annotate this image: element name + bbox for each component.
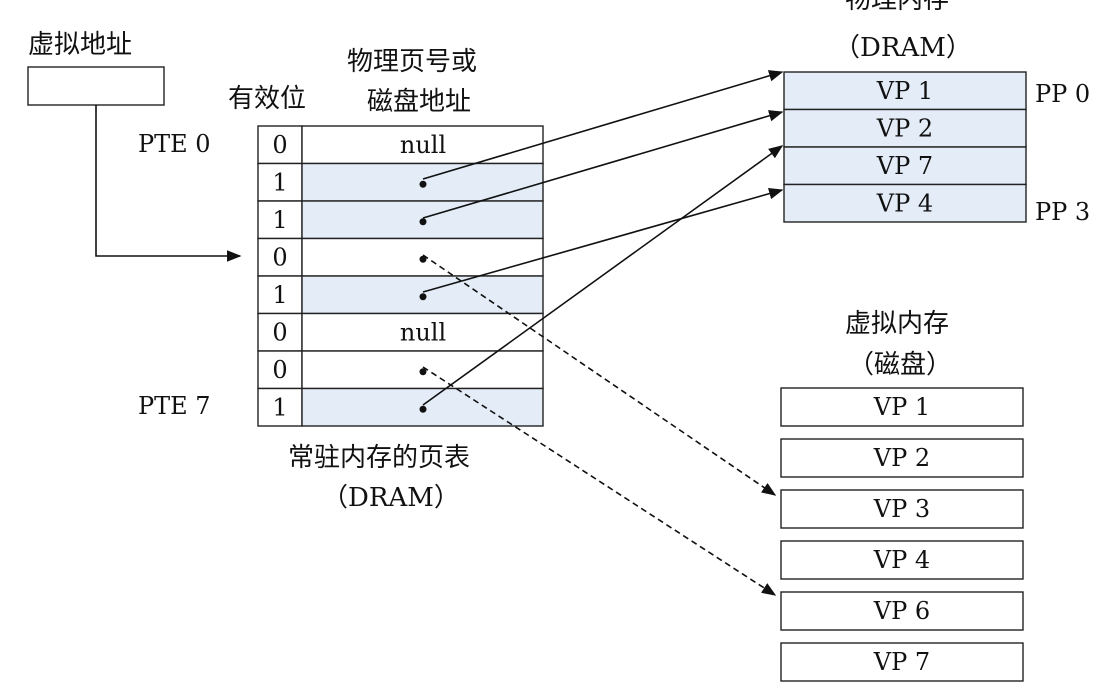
pte-addr-value: null xyxy=(400,131,446,159)
disk-page-cell xyxy=(780,489,1024,529)
disk-page-label: VP 7 xyxy=(873,648,930,676)
disk-page-label: VP 4 xyxy=(873,546,930,574)
page-table: 0 null 1 1 0 1 0 null 0 1 xyxy=(257,125,544,427)
arrow-pte4-to-pp3 xyxy=(422,188,784,293)
virtual-address-box xyxy=(27,66,165,106)
disk-page-label: VP 3 xyxy=(873,495,930,523)
pte-valid-cell xyxy=(257,387,303,427)
physical-page-cell xyxy=(783,108,1027,148)
pte-valid-bit: 0 xyxy=(272,318,287,346)
arrow-pte1-to-pp0 xyxy=(422,70,784,180)
disk-page-cell xyxy=(780,591,1024,631)
pte-pointer-dot xyxy=(419,293,427,301)
physical-page-label: VP 2 xyxy=(876,114,933,142)
pp-first-label: PP 0 xyxy=(1035,80,1090,108)
pte-valid-bit: 1 xyxy=(272,281,287,309)
physical-page-header-line2: 磁盘地址 xyxy=(367,87,471,117)
physical-memory: VP 1 VP 2 VP 7 VP 4 xyxy=(783,71,1027,223)
pte-valid-cell xyxy=(257,275,303,315)
pte-pointer-dot xyxy=(419,405,427,413)
pointer-arrows xyxy=(422,70,784,596)
pte-addr-value: null xyxy=(400,318,446,346)
arrow-pte2-to-pp1 xyxy=(422,110,784,219)
pte-valid-bit: 0 xyxy=(272,243,287,271)
arrow-pte3-to-disk-vp3 xyxy=(422,254,777,496)
pte-valid-bit: 1 xyxy=(272,206,287,234)
disk-page-cell xyxy=(780,540,1024,580)
disk-page-label: VP 6 xyxy=(873,597,930,625)
physical-page-cell xyxy=(783,146,1027,186)
page-table-caption-line1: 常驻内存的页表 xyxy=(288,443,470,473)
pte-valid-bit: 1 xyxy=(272,393,287,421)
pte-valid-cell xyxy=(257,312,303,352)
page-table-caption-line2: （DRAM） xyxy=(322,483,460,513)
physical-page-header-line1: 物理页号或 xyxy=(347,47,477,77)
pte-pointer-dot xyxy=(419,218,427,226)
pte-valid-bit: 0 xyxy=(272,356,287,384)
pte-pointer-dot xyxy=(419,180,427,188)
pte-pointer-dot xyxy=(419,255,427,263)
pte-last-label: PTE 7 xyxy=(138,392,211,420)
virtual-memory-disk: VP 1 VP 2 VP 3 VP 4 VP 6 VP 7 xyxy=(780,387,1024,682)
virtual-address-label: 虚拟地址 xyxy=(28,30,132,60)
physical-memory-title-line2: （DRAM） xyxy=(834,33,972,63)
virtual-memory-title-line2: （磁盘） xyxy=(848,350,952,380)
pte-valid-bit: 1 xyxy=(272,168,287,196)
pte-addr-cell xyxy=(301,312,544,352)
physical-page-cell xyxy=(783,183,1027,223)
physical-page-label: VP 7 xyxy=(876,152,933,180)
virtual-address-arrow xyxy=(95,105,242,262)
pte-valid-cell xyxy=(257,350,303,390)
physical-memory-title-line1: 物理内存 xyxy=(845,0,949,15)
disk-page-label: VP 2 xyxy=(873,444,930,472)
pp-last-label: PP 3 xyxy=(1035,198,1090,226)
pte-pointer-dot xyxy=(419,368,427,376)
disk-page-cell xyxy=(780,642,1024,682)
physical-page-label: VP 1 xyxy=(876,77,933,105)
disk-page-cell xyxy=(780,438,1024,478)
pte-valid-bit: 0 xyxy=(272,131,287,159)
arrow-pte6-to-disk-vp6 xyxy=(422,366,777,596)
disk-page-cell xyxy=(780,387,1024,427)
pte-valid-cell xyxy=(257,125,303,165)
physical-page-label: VP 4 xyxy=(876,189,933,217)
valid-bit-header: 有效位 xyxy=(228,84,306,114)
arrow-pte7-to-pp2 xyxy=(422,145,784,406)
virtual-memory-title-line1: 虚拟内存 xyxy=(845,309,949,339)
pte-first-label: PTE 0 xyxy=(138,130,211,158)
pte-addr-cell xyxy=(301,125,544,165)
disk-page-label: VP 1 xyxy=(873,393,930,421)
